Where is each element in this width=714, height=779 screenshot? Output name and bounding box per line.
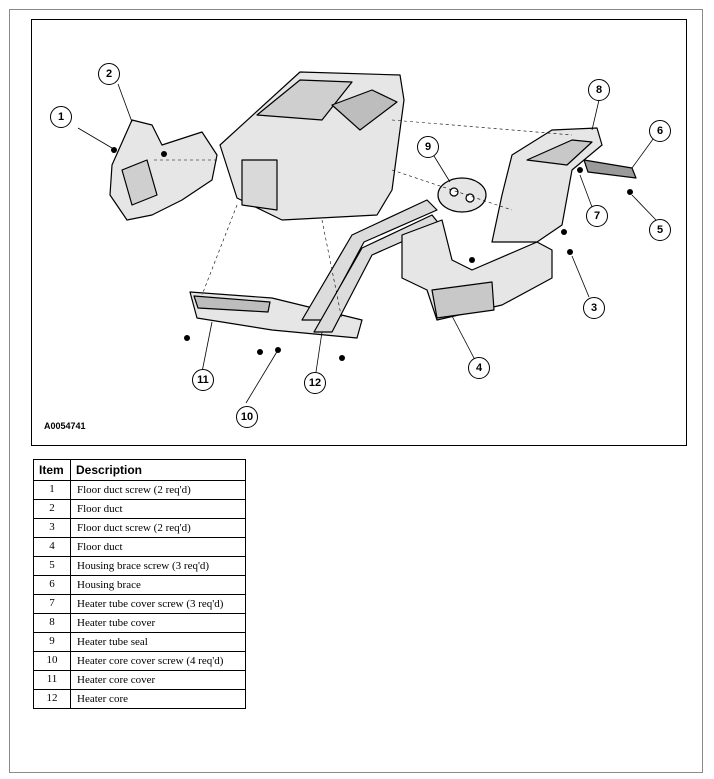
item-description: Floor duct screw (2 req'd)	[70, 480, 246, 500]
item-number: 6	[33, 575, 71, 595]
item-number: 7	[33, 594, 71, 614]
housing-brace	[583, 159, 637, 179]
screws	[111, 147, 633, 361]
item-number: 1	[33, 480, 71, 500]
table-header-row: Item Description	[33, 459, 246, 481]
item-number: 4	[33, 537, 71, 557]
header-description: Description	[70, 459, 246, 481]
diagram-drawing	[77, 71, 657, 404]
item-description: Heater core cover	[70, 670, 246, 690]
item-description: Floor duct	[70, 537, 246, 557]
item-number: 5	[33, 556, 71, 576]
item-number: 3	[33, 518, 71, 538]
callout-11: 11	[192, 369, 214, 391]
item-description: Heater tube cover	[70, 613, 246, 633]
callout-2: 2	[98, 63, 120, 85]
item-number: 10	[33, 651, 71, 671]
callout-9: 9	[417, 136, 439, 158]
item-description: Floor duct screw (2 req'd)	[70, 518, 246, 538]
item-number: 9	[33, 632, 71, 652]
figure-id: A0054741	[44, 421, 86, 431]
item-number: 12	[33, 689, 71, 709]
item-number: 8	[33, 613, 71, 633]
item-description: Heater tube seal	[70, 632, 246, 652]
callout-10: 10	[236, 406, 258, 428]
callout-1: 1	[50, 106, 72, 128]
exploded-diagram: 1 2 3 4 5 6 7 8 9 10 11 12 A0054741	[31, 19, 687, 446]
page-frame	[9, 9, 703, 773]
item-description: Floor duct	[70, 499, 246, 519]
item-description: Heater tube cover screw (3 req'd)	[70, 594, 246, 614]
item-number: 2	[33, 499, 71, 519]
item-description: Housing brace	[70, 575, 246, 595]
callout-12: 12	[304, 372, 326, 394]
item-description: Housing brace screw (3 req'd)	[70, 556, 246, 576]
callout-4: 4	[468, 357, 490, 379]
item-description: Heater core	[70, 689, 246, 709]
item-number: 11	[33, 670, 71, 690]
callout-5: 5	[649, 219, 671, 241]
callout-3: 3	[583, 297, 605, 319]
callout-8: 8	[588, 79, 610, 101]
heater-tube-seal	[437, 177, 487, 213]
callout-7: 7	[586, 205, 608, 227]
callout-6: 6	[649, 120, 671, 142]
header-item: Item	[33, 459, 71, 481]
item-description: Heater core cover screw (4 req'd)	[70, 651, 246, 671]
